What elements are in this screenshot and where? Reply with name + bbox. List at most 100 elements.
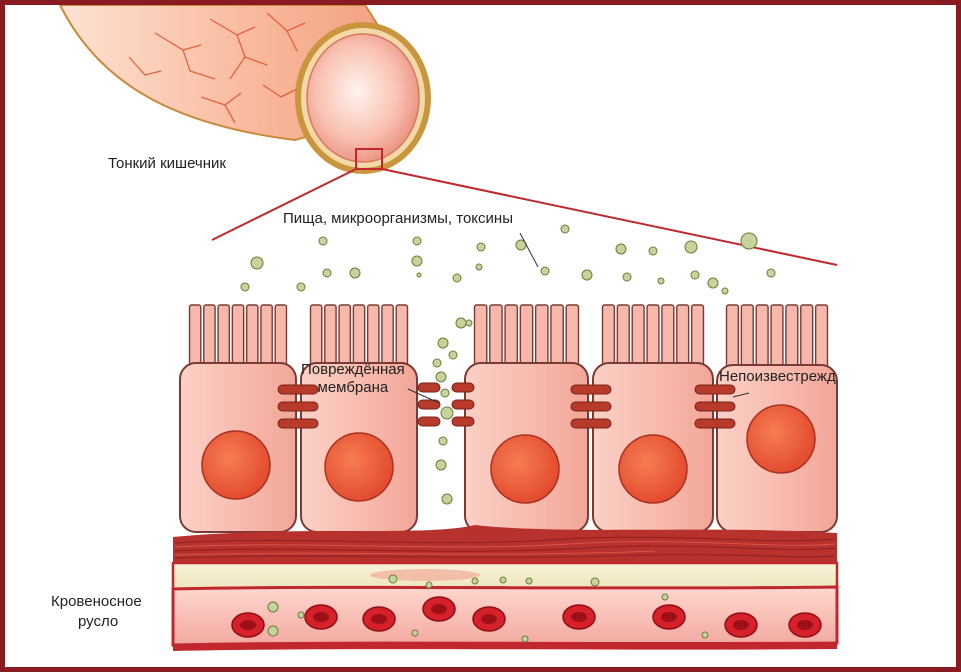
microvillus [646,304,660,370]
particle [707,277,719,289]
microvillus [203,304,216,370]
microvillus [324,304,337,370]
tight-junction [417,382,441,427]
particle [437,337,449,349]
red-blood-cell [362,606,396,632]
red-blood-cell [652,604,686,630]
blood-particle [701,631,709,639]
particle [440,388,450,398]
particle [560,224,570,234]
epithelial-cell [592,304,714,533]
blood-particle [267,601,279,613]
particle [438,436,448,446]
tight-junctions [277,382,736,429]
red-blood-cells [231,596,822,638]
microvillus [366,304,380,370]
particle [766,268,776,278]
particle [622,272,632,282]
particle [475,263,483,271]
junction-strand [570,401,612,412]
microvillus [381,304,394,370]
particle [615,243,627,255]
particle [740,232,758,250]
microvillus [473,304,488,370]
red-blood-cell [562,604,596,630]
microvillus [800,304,814,370]
epithelial-cell [179,304,297,533]
particle [448,350,458,360]
label-intact-membrane-line1: Непоизвестрежд [719,368,836,385]
blood-particle [267,625,279,637]
junction-strand [570,384,612,395]
red-blood-cell [724,612,758,638]
microvillus [616,304,630,370]
microvillus [661,304,675,370]
particle [721,287,729,295]
red-blood-cell [472,606,506,632]
particle [250,256,264,270]
junction-strand [694,384,736,395]
particle [416,272,422,278]
particle [322,268,332,278]
blood-particle [297,611,305,619]
red-blood-cell [422,596,456,622]
label-food-microbes-toxins: Пища, микроорганизмы, токсины [283,210,513,227]
particle [411,255,423,267]
microvillus [785,304,799,370]
microvillus [550,304,564,370]
red-blood-cell [304,604,338,630]
blood-particle [521,635,529,643]
microvillus [504,304,519,370]
small-intestine-tube [58,5,431,174]
blood-particle [525,577,533,585]
particle [412,236,422,246]
tight-junction [451,382,475,427]
microvillus [534,304,549,370]
epithelial-cells [179,304,838,533]
microvillus [309,304,323,370]
microvillus [217,304,231,370]
tight-junction [694,384,736,429]
microvillus [395,304,409,370]
microvillus [188,304,202,370]
connective-tissue-layer [173,525,837,563]
blood-particle [499,576,507,584]
microvillus [601,304,616,370]
cell-nucleus [201,430,271,500]
microvillus [690,304,705,370]
label-damaged-membrane: Повреждённая мембрана [301,361,405,397]
particle [240,282,250,292]
cell-nucleus [746,404,816,474]
junction-strand [451,382,475,393]
tight-junction [570,384,612,429]
zoom-indicator [211,148,838,266]
microvillus [755,304,769,370]
microvillus [814,304,829,370]
particles-group [240,224,776,505]
particle [465,319,473,327]
junction-strand [277,418,319,429]
particle [432,358,442,368]
microvillus [245,304,259,370]
junction-strand [694,401,736,412]
particle [581,269,593,281]
particle [318,236,328,246]
particle [435,459,447,471]
intestinal-barrier-illustration [58,5,839,651]
cell-nucleus [324,432,394,502]
label-pointers [407,232,750,404]
red-blood-cell [231,612,265,638]
junction-strand [277,401,319,412]
blood-particle [411,629,419,637]
microvillus [231,304,245,370]
blood-particle [425,581,433,589]
particles-in-bloodstream [267,574,709,643]
particle [476,242,486,252]
blood-particle [388,574,398,584]
microvillus [489,304,503,370]
particle [648,246,658,256]
particle [684,240,698,254]
microvillus [352,304,366,370]
blood-particle [590,577,600,587]
